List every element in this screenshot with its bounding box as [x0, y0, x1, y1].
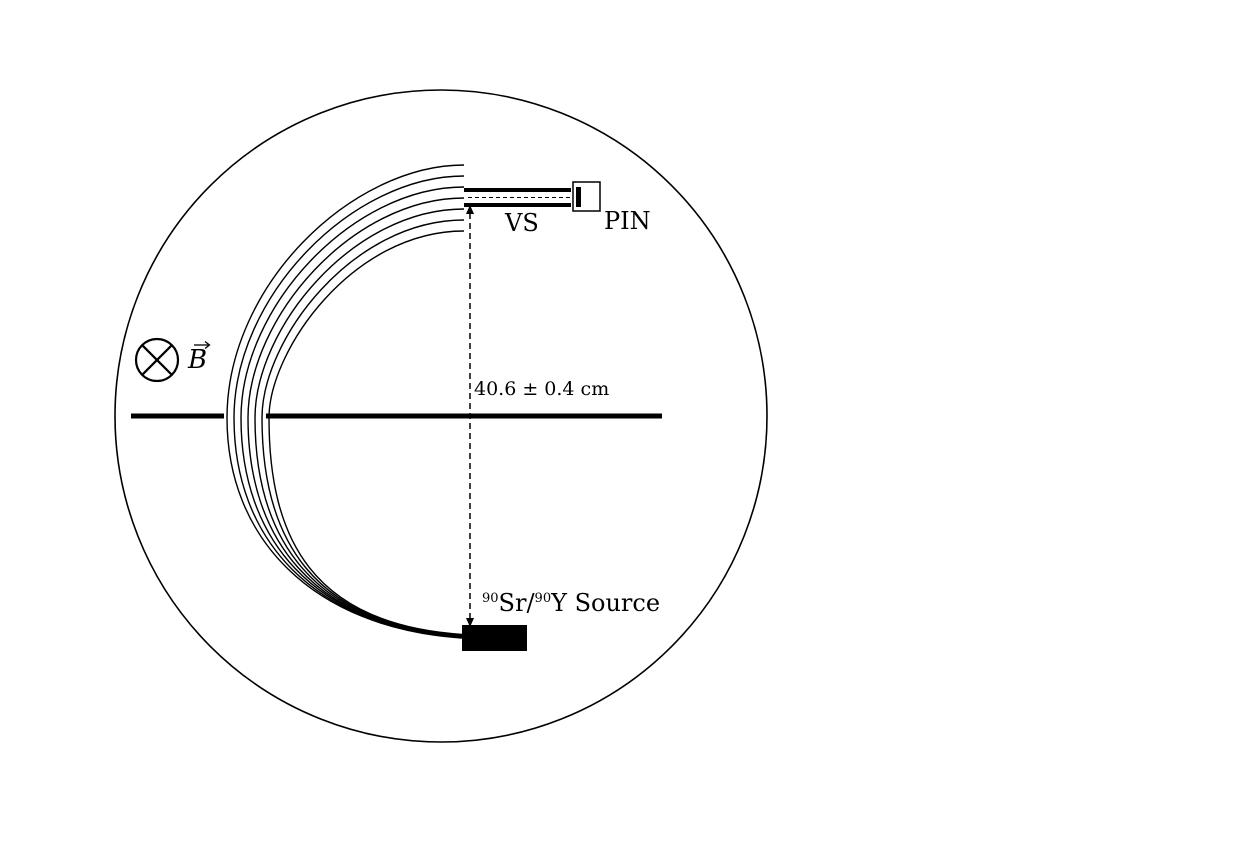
electron-trajectory — [268, 230, 465, 636]
source-label: 90Sr/90Y Source — [482, 589, 660, 617]
magnetic-field-label: B — [187, 345, 207, 375]
chamber-outline — [114, 89, 768, 743]
distance-label: 40.6 ± 0.4 cm — [474, 378, 609, 400]
pin-label: PIN — [604, 207, 651, 235]
electron-trajectory — [233, 175, 465, 639]
electron-trajectory — [254, 208, 465, 637]
electron-trajectory — [261, 219, 465, 636]
electron-trajectory — [247, 197, 465, 637]
distance-arrow-top — [466, 205, 474, 214]
pin-detector-element — [576, 187, 581, 207]
source-element-sr: Sr/ — [499, 589, 536, 617]
vector-arrow-icon — [194, 340, 211, 350]
vs-label: VS — [504, 209, 539, 237]
source-isotope-sr: 90 — [482, 591, 499, 606]
electron-trajectory — [226, 164, 465, 639]
electron-trajectories — [226, 164, 465, 639]
source-block — [462, 625, 527, 651]
source-isotope-y: 90 — [535, 591, 552, 606]
field-into-page-icon — [134, 337, 180, 383]
distance-arrow-bottom — [466, 618, 474, 627]
electron-trajectory — [240, 186, 465, 638]
source-element-y: Y Source — [550, 589, 660, 617]
